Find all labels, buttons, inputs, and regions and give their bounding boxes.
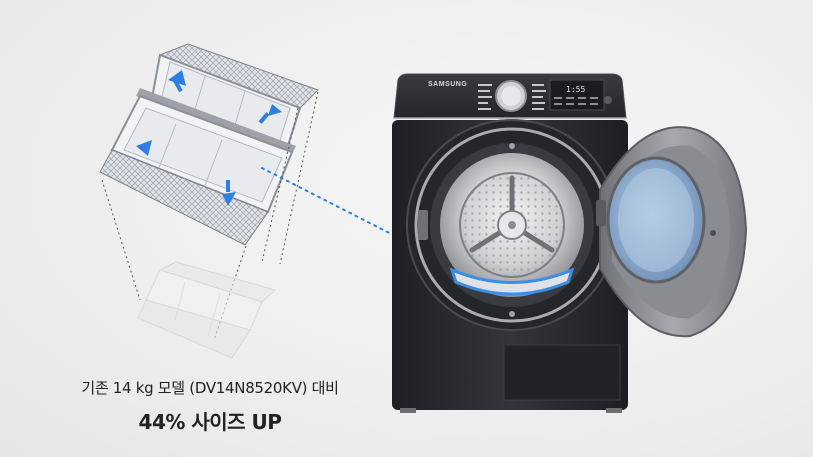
airflow-arrow-icon — [136, 70, 282, 206]
caption-comparison-text: 기존 14 kg 모델 (DV14N8520KV) 대비 — [81, 379, 339, 397]
filter-slot-highlight — [449, 267, 575, 296]
brand-logo: SAMSUNG — [428, 81, 467, 88]
lint-filter-open — [99, 43, 319, 246]
dryer: 1:55 SAMSUNG — [392, 73, 628, 413]
lint-filter-old-model — [137, 261, 276, 359]
drum — [440, 153, 584, 297]
display-readout: 1:55 — [566, 85, 585, 94]
caption-size-up-text: 44% 사이즈 UP — [138, 410, 282, 434]
dial-knob — [495, 80, 527, 112]
dryer-door-open — [596, 126, 748, 338]
comparison-caption: 기존 14 kg 모델 (DV14N8520KV) 대비 44% 사이즈 UP — [40, 377, 380, 435]
guide-lines — [101, 91, 319, 341]
